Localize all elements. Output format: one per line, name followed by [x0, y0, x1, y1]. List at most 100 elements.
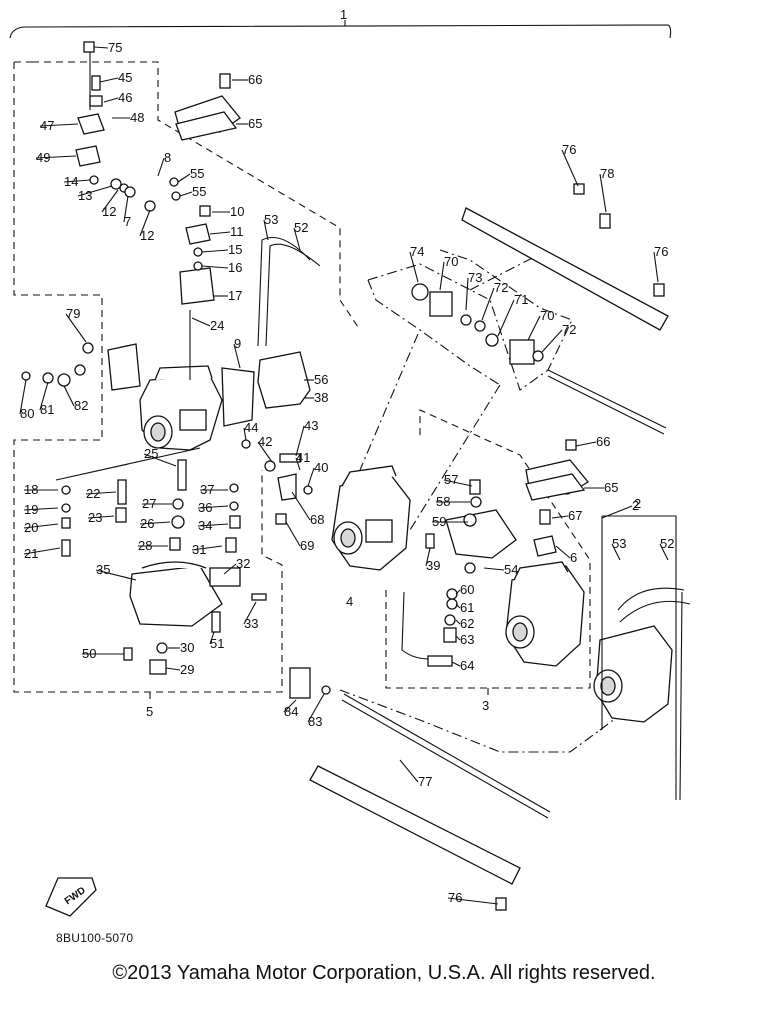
- callout-leader-line: [425, 547, 431, 567]
- carburetor-body-3: [331, 465, 411, 571]
- assembly-bracket: 1: [9, 7, 672, 39]
- callout-leader-line: [165, 667, 181, 671]
- callout-leader-line: [307, 467, 315, 487]
- part-callout-80: 80: [20, 406, 34, 421]
- part-callout-47: 47: [40, 118, 54, 133]
- part-callout-66: 66: [248, 72, 262, 87]
- callout-leader-line: [455, 635, 461, 641]
- callout-leader-line: [551, 515, 569, 519]
- part-callout-17: 17: [228, 288, 242, 303]
- part-callout-11: 11: [230, 224, 244, 239]
- part-callout-76: 76: [654, 244, 668, 259]
- callout-leader-line: [177, 173, 191, 183]
- callout-leader-line: [455, 603, 461, 609]
- callout-leader-line: [599, 173, 607, 213]
- callout-leader-line: [63, 179, 91, 183]
- callout-leader-line: [143, 453, 177, 467]
- part-callout-25: 25: [144, 446, 158, 461]
- part-callout-63: 63: [460, 632, 474, 647]
- part-callout-26: 26: [140, 516, 154, 531]
- callout-leader-line: [295, 425, 305, 457]
- callout-leader-line: [659, 543, 669, 561]
- callout-leader-line: [39, 123, 79, 127]
- callout-leader-line: [87, 515, 115, 519]
- float-bowl: [129, 561, 223, 627]
- carburetor-body-4: [593, 515, 691, 801]
- callout-leader-line: [23, 547, 61, 555]
- part-callout-76: 76: [562, 142, 576, 157]
- part-callout-76: 76: [448, 890, 462, 905]
- callout-leader-line: [197, 523, 229, 527]
- linkage-rail: [461, 207, 669, 331]
- carburetor-body-1: [139, 365, 223, 451]
- callout-leader-line: [575, 441, 597, 447]
- part-callout-75: 75: [108, 40, 122, 55]
- callout-leader-line: [191, 545, 223, 551]
- part-callout-79: 79: [66, 306, 80, 321]
- callout-leader-line: [527, 315, 541, 341]
- part-callout-50: 50: [82, 646, 96, 661]
- part-callout-52: 52: [294, 220, 308, 235]
- callout-leader-line: [465, 277, 469, 311]
- part-callout-16: 16: [228, 260, 242, 275]
- part-callout-18: 18: [24, 482, 38, 497]
- callout-labels: 7545464748491413127855551011121516172466…: [20, 40, 674, 905]
- part-callout-12: 12: [102, 204, 116, 219]
- part-callout-72: 72: [562, 322, 576, 337]
- callout-leader-line: [443, 479, 473, 487]
- callout-leader-line: [601, 505, 633, 519]
- callout-leader-line: [555, 545, 571, 559]
- callout-leader-line: [201, 249, 229, 253]
- part-callout-73: 73: [468, 270, 482, 285]
- drawing-code: 8BU100-5070: [56, 931, 134, 945]
- small-hardware: [21, 41, 665, 911]
- part-callout-61: 61: [460, 600, 474, 615]
- callout-leader-line: [611, 543, 621, 561]
- part-callout-53: 53: [612, 536, 626, 551]
- callout-leader-line: [483, 567, 505, 571]
- callout-leader-line: [455, 589, 461, 595]
- callout-leader-line: [19, 379, 27, 415]
- callout-leader-line: [295, 457, 301, 471]
- part-callout-44: 44: [244, 420, 258, 435]
- callout-leader-line: [233, 343, 241, 369]
- part-callout-33: 33: [244, 616, 258, 631]
- callout-leader-line: [103, 97, 119, 103]
- part-callout-30: 30: [180, 640, 194, 655]
- part-callout-43: 43: [304, 418, 318, 433]
- callout-leader-line: [191, 317, 211, 327]
- part-callout-13: 13: [78, 188, 92, 203]
- lower-rail: [309, 765, 521, 885]
- callout-leader-line: [35, 155, 77, 159]
- part-callout-82: 82: [74, 398, 88, 413]
- part-callout-36: 36: [198, 500, 212, 515]
- part-callout-55: 55: [190, 166, 204, 181]
- carburetor-body-2: [505, 561, 585, 667]
- part-callout-39: 39: [426, 558, 440, 573]
- callout-leader-line: [95, 569, 137, 581]
- subassembly-label-carb-4: 2: [634, 496, 641, 511]
- callout-leader-line: [77, 185, 113, 197]
- top-cover-1: [174, 95, 241, 141]
- callout-leader-line: [257, 441, 273, 463]
- part-callout-58: 58: [436, 494, 450, 509]
- part-callout-53: 53: [264, 212, 278, 227]
- callout-leader-line: [653, 251, 659, 283]
- callout-leader-line: [93, 46, 109, 49]
- subassembly-label-carb-1: 5: [146, 704, 153, 719]
- part-callout-64: 64: [460, 658, 474, 673]
- part-callout-59: 59: [432, 514, 446, 529]
- part-callout-10: 10: [230, 204, 244, 219]
- callout-leader-line: [101, 189, 119, 213]
- part-callout-67: 67: [568, 508, 582, 523]
- callout-leader-line: [39, 381, 49, 411]
- part-callout-20: 20: [24, 520, 38, 535]
- part-callout-55: 55: [192, 184, 206, 199]
- part-callout-68: 68: [310, 512, 324, 527]
- part-callout-23: 23: [88, 510, 102, 525]
- callout-leader-line: [223, 563, 237, 575]
- part-callout-35: 35: [96, 562, 110, 577]
- callout-leader-line: [481, 287, 495, 321]
- part-callout-54: 54: [504, 562, 518, 577]
- part-callout-6: 6: [570, 550, 577, 565]
